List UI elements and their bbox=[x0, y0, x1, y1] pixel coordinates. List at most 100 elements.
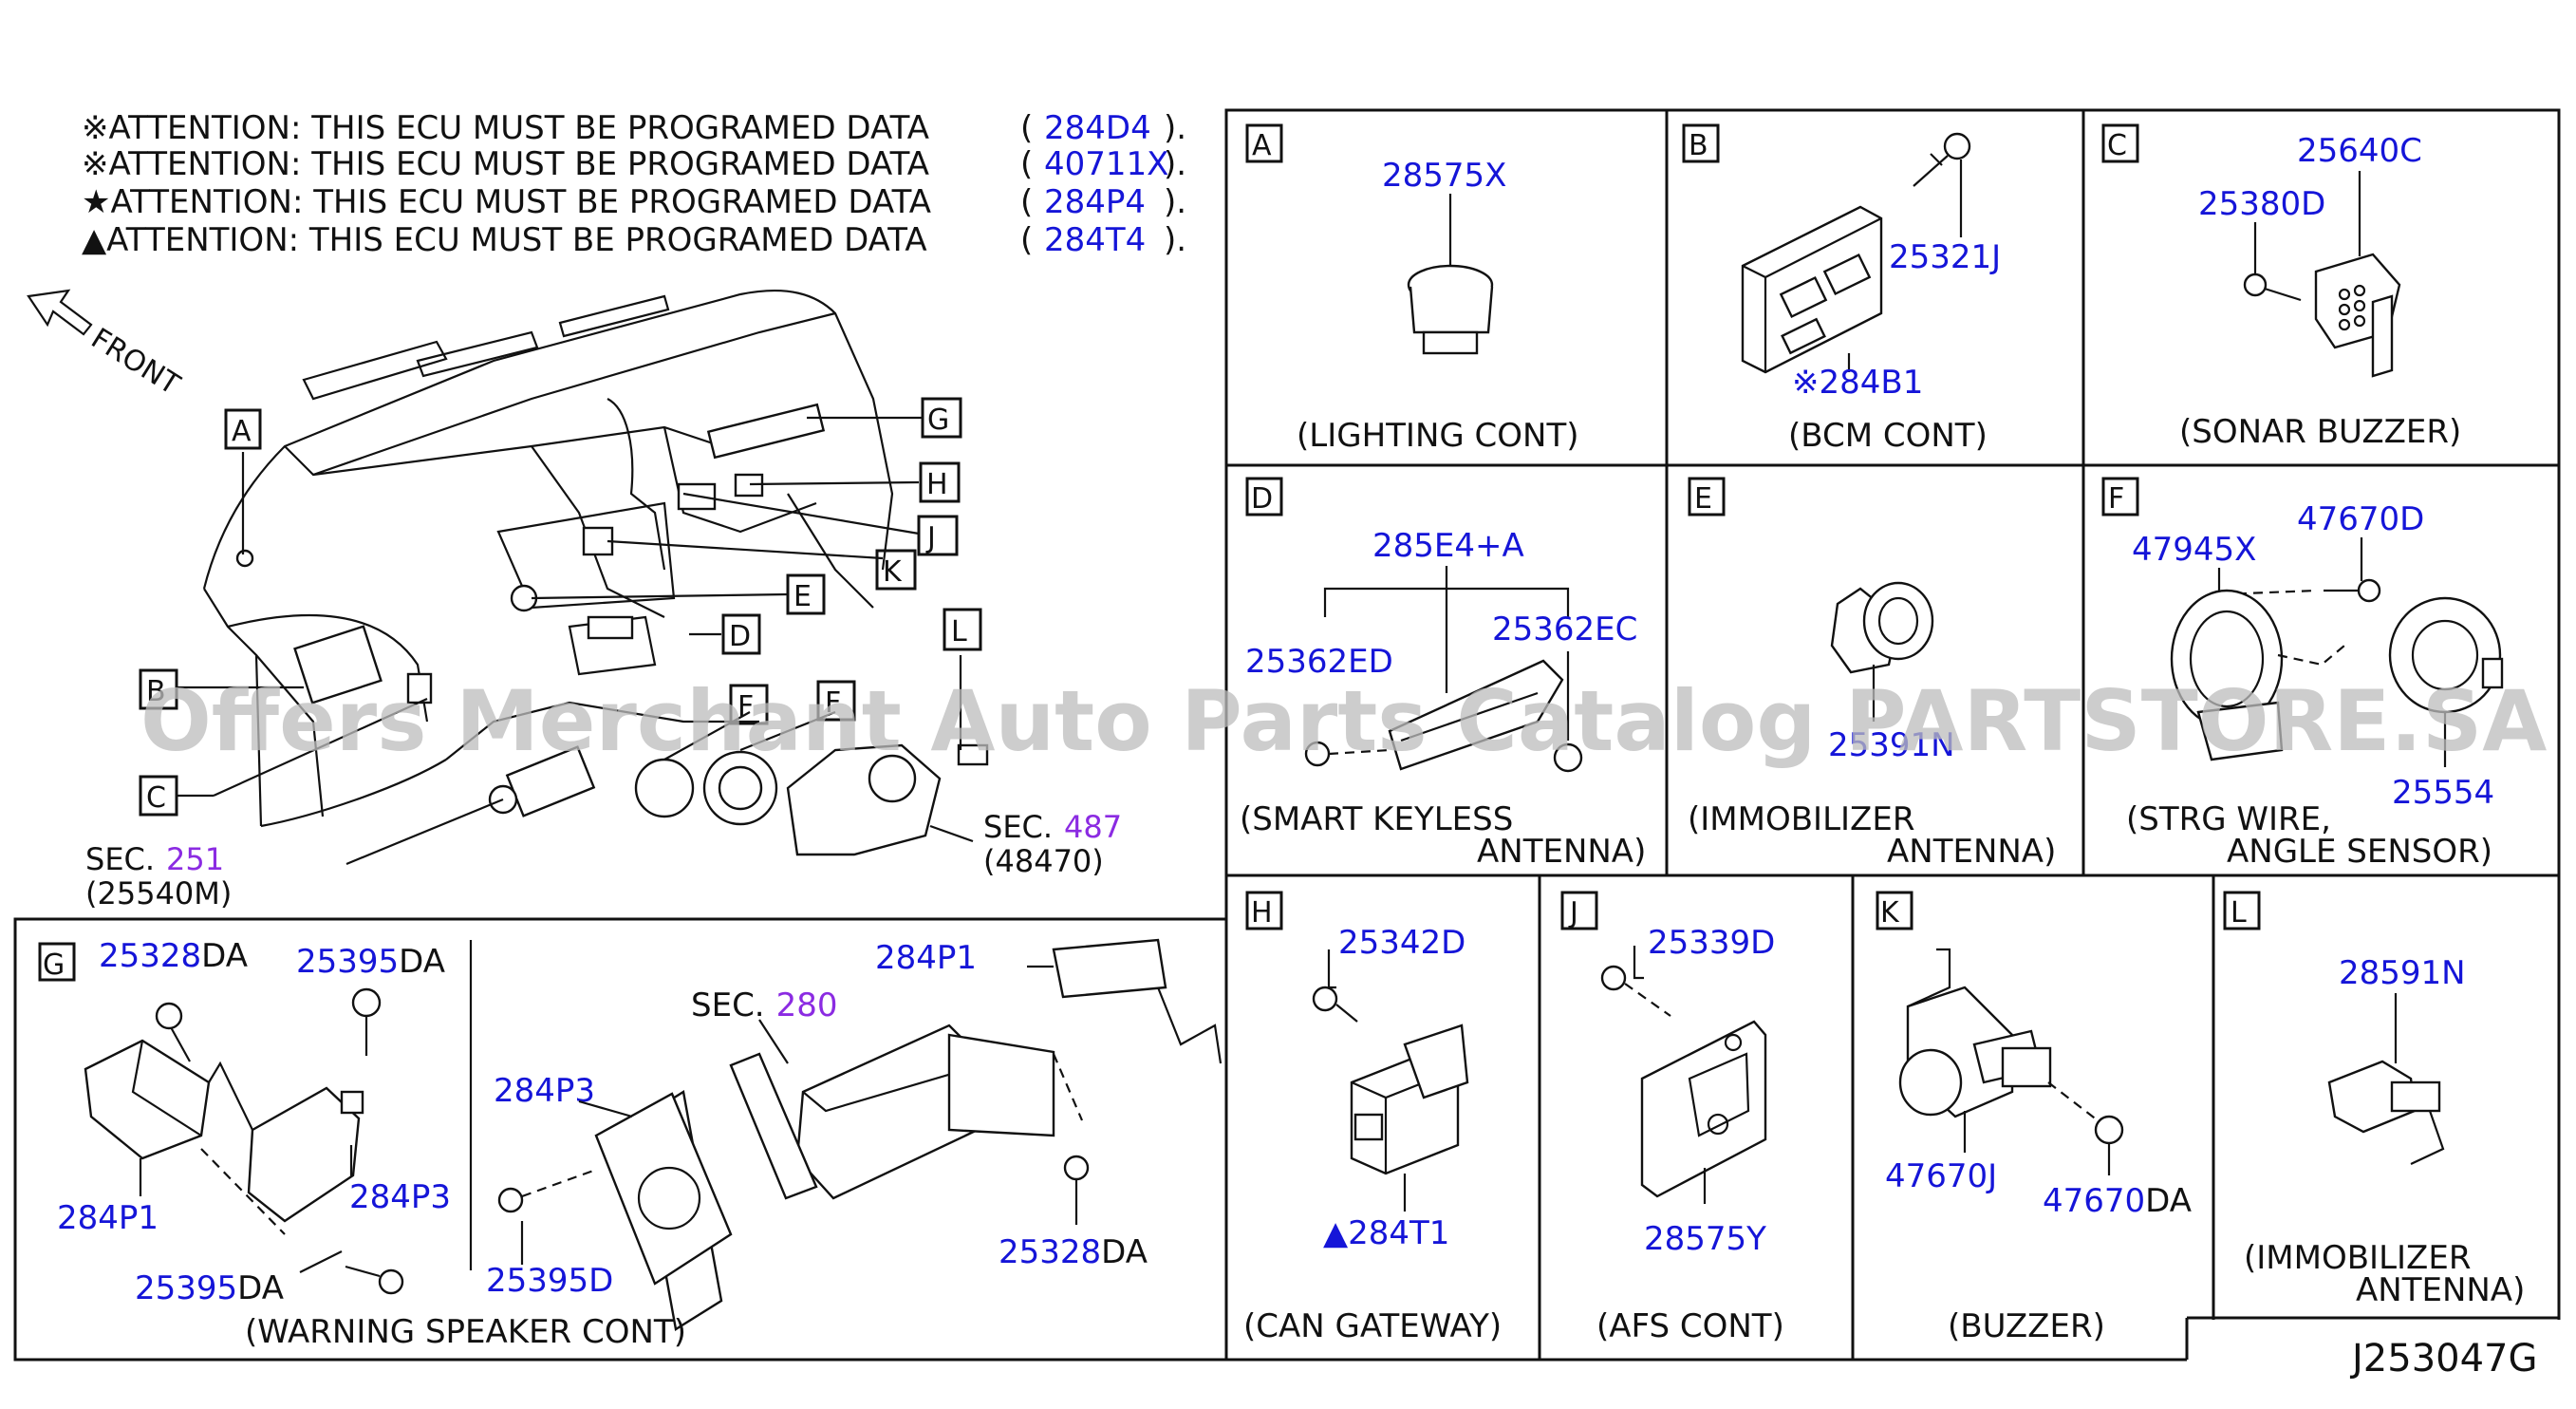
attention-mark: ※ bbox=[82, 145, 109, 183]
attention-mark: ★ bbox=[82, 183, 110, 221]
panel-caption: (AFS CONT) bbox=[1596, 1307, 1784, 1345]
attention-code[interactable]: 284T4 bbox=[1044, 221, 1146, 259]
panel-j[interactable]: J 25339D 28575Y (AFS CONT) bbox=[1560, 891, 1784, 1345]
panel-letter: F bbox=[2108, 482, 2124, 516]
part-number[interactable]: 25640C bbox=[2297, 132, 2422, 170]
callout-f[interactable]: F bbox=[737, 690, 754, 723]
part-number[interactable]: ※284B1 bbox=[1792, 364, 1923, 402]
warning-speaker-icon bbox=[84, 987, 404, 1295]
panel-h[interactable]: H 25342D ▲284T1 (CAN GATEWAY) bbox=[1243, 891, 1502, 1345]
svg-text:SEC.251: SEC. 251 bbox=[85, 841, 224, 877]
attention-text: ATTENTION: THIS ECU MUST BE PROGRAMED DA… bbox=[110, 183, 931, 221]
panel-letter: A bbox=[1252, 129, 1272, 162]
part-number[interactable]: 47670D bbox=[2297, 500, 2424, 538]
part-number[interactable]: 47670J bbox=[1885, 1157, 1997, 1195]
callout-g[interactable]: G bbox=[927, 404, 949, 437]
panel-caption: (IMMOBILIZER bbox=[2244, 1239, 2471, 1277]
bcm-unit-icon bbox=[1741, 205, 1883, 374]
part-number[interactable]: 284P1 bbox=[57, 1199, 159, 1237]
panel-k[interactable]: K 47670J 47670DA (BUZZER) bbox=[1876, 891, 2192, 1345]
svg-text:※ATTENTION: THIS ECU MUST BE P: ※ATTENTION: THIS ECU MUST BE PROGRAMED D… bbox=[82, 109, 929, 147]
callout-k[interactable]: K bbox=[883, 555, 903, 589]
panel-caption: (CAN GATEWAY) bbox=[1243, 1307, 1502, 1345]
part-number[interactable]: 25362EC bbox=[1492, 611, 1637, 648]
diagram-id: J253047G bbox=[2349, 1337, 2538, 1381]
attention-text: ATTENTION: THIS ECU MUST BE PROGRAMED DA… bbox=[109, 109, 930, 147]
callout-a[interactable]: A bbox=[232, 415, 252, 448]
part-number[interactable]: 25342D bbox=[1338, 924, 1465, 962]
panel-letter: K bbox=[1880, 896, 1900, 930]
part-number[interactable]: 28575X bbox=[1382, 157, 1506, 195]
sonar-buzzer-icon bbox=[2314, 253, 2401, 378]
callout-j[interactable]: J bbox=[925, 521, 936, 554]
sec-280-link[interactable]: 280 bbox=[776, 986, 838, 1024]
panel-letter: E bbox=[1694, 482, 1712, 516]
sec-280-prefix: SEC. bbox=[691, 986, 765, 1024]
callout-f[interactable]: F bbox=[825, 686, 841, 720]
part-number[interactable]: 25380D bbox=[2198, 185, 2325, 223]
screw-icon bbox=[2243, 272, 2302, 302]
callout-h[interactable]: H bbox=[926, 468, 948, 501]
panel-b[interactable]: B 25321J ※284B1 (BCM CONT) bbox=[1682, 123, 2001, 455]
callout-d[interactable]: D bbox=[729, 620, 751, 653]
attention-code[interactable]: 284P4 bbox=[1044, 183, 1146, 221]
sec-251-link[interactable]: 251 bbox=[166, 841, 224, 877]
part-number[interactable]: 285E4+A bbox=[1372, 527, 1524, 565]
part-number[interactable]: 28575Y bbox=[1644, 1220, 1766, 1258]
bolt-icon bbox=[2324, 578, 2381, 603]
callout-l[interactable]: L bbox=[951, 615, 967, 648]
attention-text: ATTENTION: THIS ECU MUST BE PROGRAMED DA… bbox=[106, 221, 927, 259]
panel-caption: (WARNING SPEAKER CONT) bbox=[245, 1313, 686, 1351]
svg-text:SEC.487: SEC.487 bbox=[983, 809, 1122, 845]
panel-c[interactable]: C 25640C 25380D (SONAR BUZZER) bbox=[2101, 123, 2461, 451]
part-number[interactable]: 47670 bbox=[2043, 1182, 2145, 1220]
panel-a[interactable]: A 28575X (LIGHTING CONT) bbox=[1245, 123, 1579, 455]
sec-251-sub: (25540M) bbox=[85, 875, 232, 911]
part-number[interactable]: ▲284T1 bbox=[1323, 1214, 1449, 1252]
can-gateway-icon bbox=[1312, 986, 1469, 1175]
panel-letter: G bbox=[43, 949, 65, 982]
sec-251-prefix: SEC. bbox=[85, 841, 155, 877]
antenna-icon bbox=[1304, 659, 1583, 773]
panel-letter: C bbox=[2107, 129, 2127, 162]
part-number[interactable]: 25554 bbox=[2392, 774, 2494, 812]
callout-e[interactable]: E bbox=[793, 580, 812, 613]
callout-c[interactable]: C bbox=[146, 781, 166, 815]
part-number[interactable]: 25395D bbox=[486, 1262, 613, 1300]
front-arrow: FRONT bbox=[27, 289, 186, 402]
part-number[interactable]: 25362ED bbox=[1245, 643, 1393, 681]
attention-code[interactable]: 40711X bbox=[1044, 145, 1168, 183]
immobilizer-ring-icon bbox=[1830, 581, 1934, 674]
callout-b[interactable]: B bbox=[146, 675, 166, 708]
attention-code[interactable]: 284D4 bbox=[1044, 109, 1151, 147]
panel-d[interactable]: D 285E4+A 25362ED 25362EC (SMART KEYLESS… bbox=[1240, 477, 1646, 871]
svg-text:47670DA: 47670DA bbox=[2043, 1182, 2192, 1220]
part-number[interactable]: 284P3 bbox=[494, 1072, 595, 1110]
part-number[interactable]: 25395 bbox=[135, 1269, 237, 1307]
part-number[interactable]: 25395 bbox=[296, 943, 399, 981]
buzzer-icon bbox=[1898, 948, 2124, 1145]
screw-icon bbox=[1913, 132, 1971, 187]
part-number[interactable]: 47945X bbox=[2132, 531, 2256, 569]
svg-text:25328DA: 25328DA bbox=[999, 1233, 1148, 1271]
part-number[interactable]: 284P1 bbox=[875, 939, 977, 977]
panel-caption: (SMART KEYLESS bbox=[1240, 800, 1513, 838]
svg-text:(: ( bbox=[1020, 183, 1033, 221]
part-number[interactable]: 25328 bbox=[999, 1233, 1101, 1271]
part-number[interactable]: 28591N bbox=[2339, 954, 2466, 992]
afs-module-icon bbox=[1600, 965, 1767, 1198]
dashboard-overview: A B C D E F F G H J K L SEC. 251 (25540M)… bbox=[85, 289, 1122, 911]
sec-487-link[interactable]: 487 bbox=[1064, 809, 1122, 845]
panel-l[interactable]: L 28591N (IMMOBILIZER ANTENNA) bbox=[2223, 891, 2525, 1309]
part-number[interactable]: 25391N bbox=[1828, 726, 1955, 764]
part-number[interactable]: 25339D bbox=[1648, 924, 1775, 962]
panel-g[interactable]: G 25328DA 25395DA 284P1 284P3 25395DA 28… bbox=[38, 937, 1223, 1351]
panel-f[interactable]: F 47945X 47670D 25554 (STRG WIRE, ANGLE … bbox=[2101, 477, 2504, 871]
part-number[interactable]: 25321J bbox=[1889, 238, 2001, 276]
part-number[interactable]: 25328 bbox=[99, 937, 201, 975]
svg-text:▲ATTENTION: THIS ECU MUST BE P: ▲ATTENTION: THIS ECU MUST BE PROGRAMED D… bbox=[82, 221, 927, 259]
part-number[interactable]: 284P3 bbox=[349, 1178, 451, 1216]
panel-e[interactable]: E 25391N (IMMOBILIZER ANTENNA) bbox=[1688, 477, 2056, 871]
warning-bracket-icon bbox=[497, 938, 1223, 1331]
